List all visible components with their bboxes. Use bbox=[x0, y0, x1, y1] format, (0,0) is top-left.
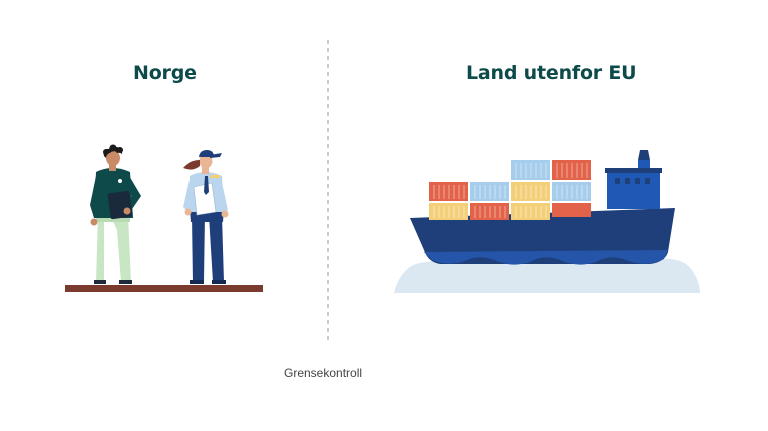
right-heading-land-utenfor-eu: Land utenfor EU bbox=[466, 62, 637, 84]
person-officer bbox=[183, 150, 229, 284]
cargo-ship bbox=[410, 150, 675, 265]
water-waves bbox=[394, 258, 700, 293]
ground-bar bbox=[65, 285, 263, 292]
person-civilian bbox=[90, 144, 141, 284]
container-stack bbox=[429, 160, 591, 220]
left-heading-norge: Norge bbox=[133, 62, 197, 84]
border-control-label: Grensekontroll bbox=[284, 366, 363, 380]
